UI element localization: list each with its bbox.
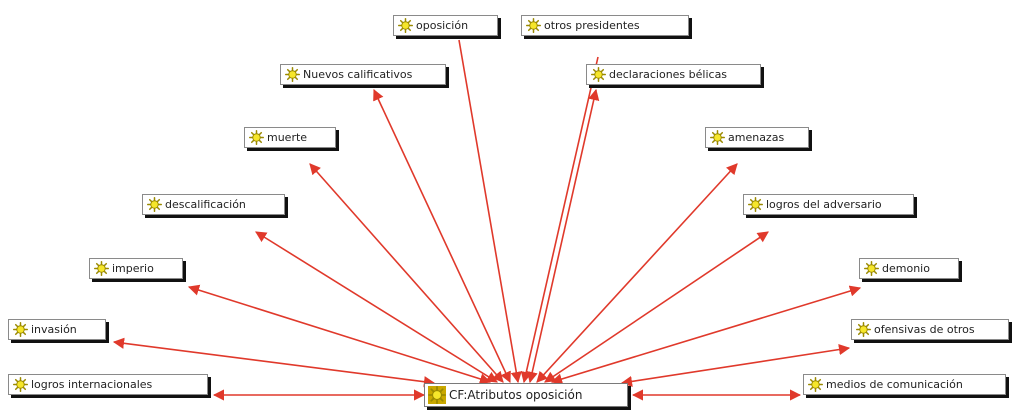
node-medios-de-comunicacion[interactable]: medios de comunicación xyxy=(803,374,1006,395)
node-imperio[interactable]: imperio xyxy=(89,258,183,279)
node-cf-atributos-oposicion[interactable]: CF:Atributos oposición xyxy=(424,383,628,407)
node-label: imperio xyxy=(112,262,154,275)
node-nuevos-calificativos[interactable]: Nuevos calificativos xyxy=(280,64,446,85)
node-declaraciones-belicas[interactable]: declaraciones bélicas xyxy=(586,64,761,85)
sun-icon xyxy=(13,377,28,392)
sun-icon xyxy=(808,377,823,392)
node-muerte[interactable]: muerte xyxy=(244,127,336,148)
node-label: invasión xyxy=(31,323,77,336)
sun-icon xyxy=(864,261,879,276)
edge-imperio xyxy=(187,284,492,385)
sun-icon xyxy=(13,322,28,337)
node-logros-internacionales[interactable]: logros internacionales xyxy=(8,374,208,395)
node-label: declaraciones bélicas xyxy=(609,68,728,81)
edge-muerte xyxy=(309,163,504,383)
sun-icon xyxy=(428,386,446,404)
sun-icon xyxy=(147,197,162,212)
sun-icon xyxy=(710,130,725,145)
node-ofensivas-de-otros[interactable]: ofensivas de otros xyxy=(851,319,1009,340)
sun-icon xyxy=(748,197,763,212)
node-label: CF:Atributos oposición xyxy=(449,388,583,402)
edge-otros-presidentes xyxy=(520,56,599,384)
node-descalificacion[interactable]: descalificación xyxy=(142,194,285,215)
node-demonio[interactable]: demonio xyxy=(859,258,959,279)
node-label: otros presidentes xyxy=(544,19,640,32)
node-label: Nuevos calificativos xyxy=(303,68,413,81)
node-label: descalificación xyxy=(165,198,246,211)
node-amenazas[interactable]: amenazas xyxy=(705,127,809,148)
sun-icon xyxy=(94,261,109,276)
node-label: logros internacionales xyxy=(31,378,153,391)
edge-declaraciones-belicas xyxy=(526,88,600,384)
edge-invasion xyxy=(112,337,436,388)
sun-icon xyxy=(526,18,541,33)
edge-demonio xyxy=(550,285,862,385)
node-label: amenazas xyxy=(728,131,785,144)
node-invasion[interactable]: invasión xyxy=(8,319,106,340)
node-otros-presidentes[interactable]: otros presidentes xyxy=(521,15,689,36)
node-label: ofensivas de otros xyxy=(874,323,975,336)
node-label: oposición xyxy=(416,19,469,32)
edge-oposicion xyxy=(458,39,522,384)
sun-icon xyxy=(856,322,871,337)
sun-icon xyxy=(591,67,606,82)
edge-nuevos-calificativos xyxy=(373,88,511,384)
node-label: demonio xyxy=(882,262,930,275)
node-oposicion[interactable]: oposición xyxy=(393,15,498,36)
sun-icon xyxy=(398,18,413,33)
edge-descalificacion xyxy=(255,231,498,383)
node-label: medios de comunicación xyxy=(826,378,963,391)
node-label: logros del adversario xyxy=(766,198,882,211)
sun-icon xyxy=(285,67,300,82)
node-label: muerte xyxy=(267,131,308,144)
node-logros-del-adversario[interactable]: logros del adversario xyxy=(743,194,914,215)
edge-logros-del-adversario xyxy=(544,231,769,383)
edge-ofensivas-de-otros xyxy=(620,344,851,387)
sun-icon xyxy=(249,130,264,145)
